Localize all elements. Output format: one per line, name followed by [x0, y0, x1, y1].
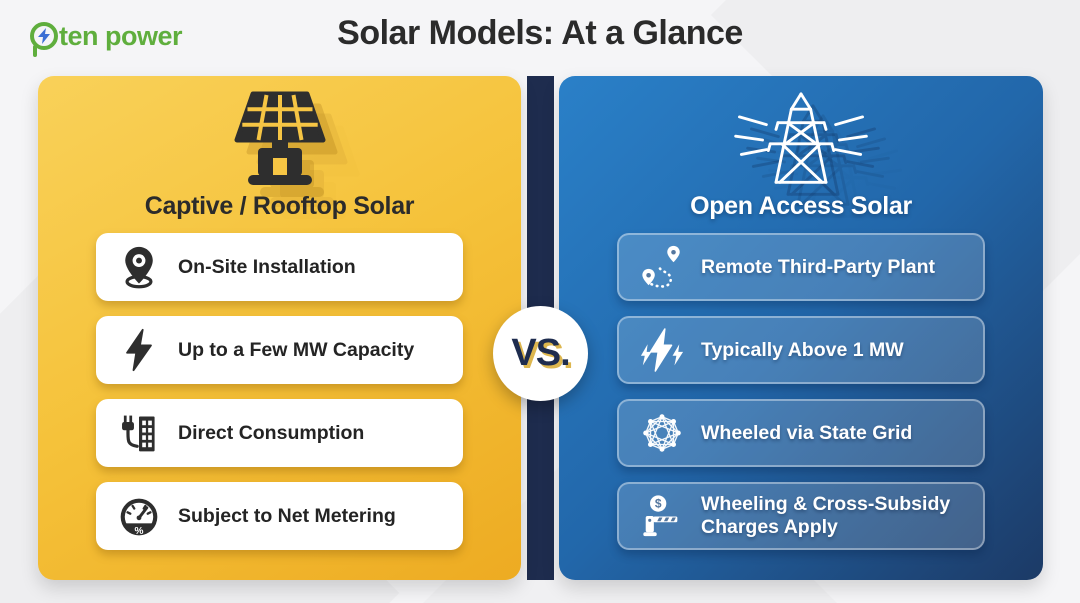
- bolt-ring-icon: [30, 22, 58, 57]
- triple-lightning-icon: [639, 327, 685, 373]
- svg-text:$: $: [655, 497, 662, 511]
- brand-logo: ten power: [30, 16, 183, 57]
- list-item: $ Wheeling & Cross-Subsidy Charges Apply: [617, 482, 985, 550]
- vs-badge: VS.: [493, 306, 588, 401]
- captive-rooftop-panel: Captive / Rooftop Solar On-Site Installa…: [38, 76, 521, 580]
- list-item-label: Typically Above 1 MW: [701, 338, 904, 361]
- page-title: Solar Models: At a Glance: [337, 14, 743, 52]
- list-item: Wheeled via State Grid: [617, 399, 985, 467]
- open-access-panel: Open Access Solar Remote Third-Party Pla…: [559, 76, 1043, 580]
- list-item: On-Site Installation: [96, 233, 463, 301]
- list-item: Typically Above 1 MW: [617, 316, 985, 384]
- right-panel-title: Open Access Solar: [690, 192, 912, 220]
- location-pin-icon: [116, 245, 162, 289]
- list-item-label: Remote Third-Party Plant: [701, 255, 936, 278]
- logo-tail: [33, 45, 37, 57]
- list-item-label: Up to a Few MW Capacity: [178, 338, 415, 361]
- route-pins-icon: [639, 244, 685, 290]
- rooftop-solar-panel-icon: [38, 90, 521, 190]
- meter-gauge-icon: %: [116, 494, 162, 538]
- list-item: Up to a Few MW Capacity: [96, 316, 463, 384]
- right-panel-cards: Remote Third-Party Plant Typically Above…: [559, 233, 1043, 550]
- list-item-label: Direct Consumption: [178, 421, 365, 444]
- list-item: % Subject to Net Metering: [96, 482, 463, 550]
- toll-charges-icon: $: [639, 493, 685, 539]
- list-item-label: Wheeling & Cross-Subsidy Charges Apply: [701, 493, 951, 538]
- brand-wordmark: ten power: [59, 20, 183, 51]
- left-panel-title: Captive / Rooftop Solar: [144, 192, 415, 220]
- left-panel-cards: On-Site Installation Up to a Few MW Capa…: [38, 233, 521, 550]
- lightning-bolt-icon: [116, 328, 162, 372]
- list-item: Direct Consumption: [96, 399, 463, 467]
- list-item-label: On-Site Installation: [178, 255, 356, 278]
- list-item: Remote Third-Party Plant: [617, 233, 985, 301]
- list-item-label: Wheeled via State Grid: [701, 421, 913, 444]
- network-grid-icon: [639, 410, 685, 456]
- plug-building-icon: [116, 411, 162, 455]
- transmission-tower-icon: [559, 90, 1043, 190]
- svg-text:%: %: [135, 526, 144, 537]
- list-item-label: Subject to Net Metering: [178, 504, 396, 527]
